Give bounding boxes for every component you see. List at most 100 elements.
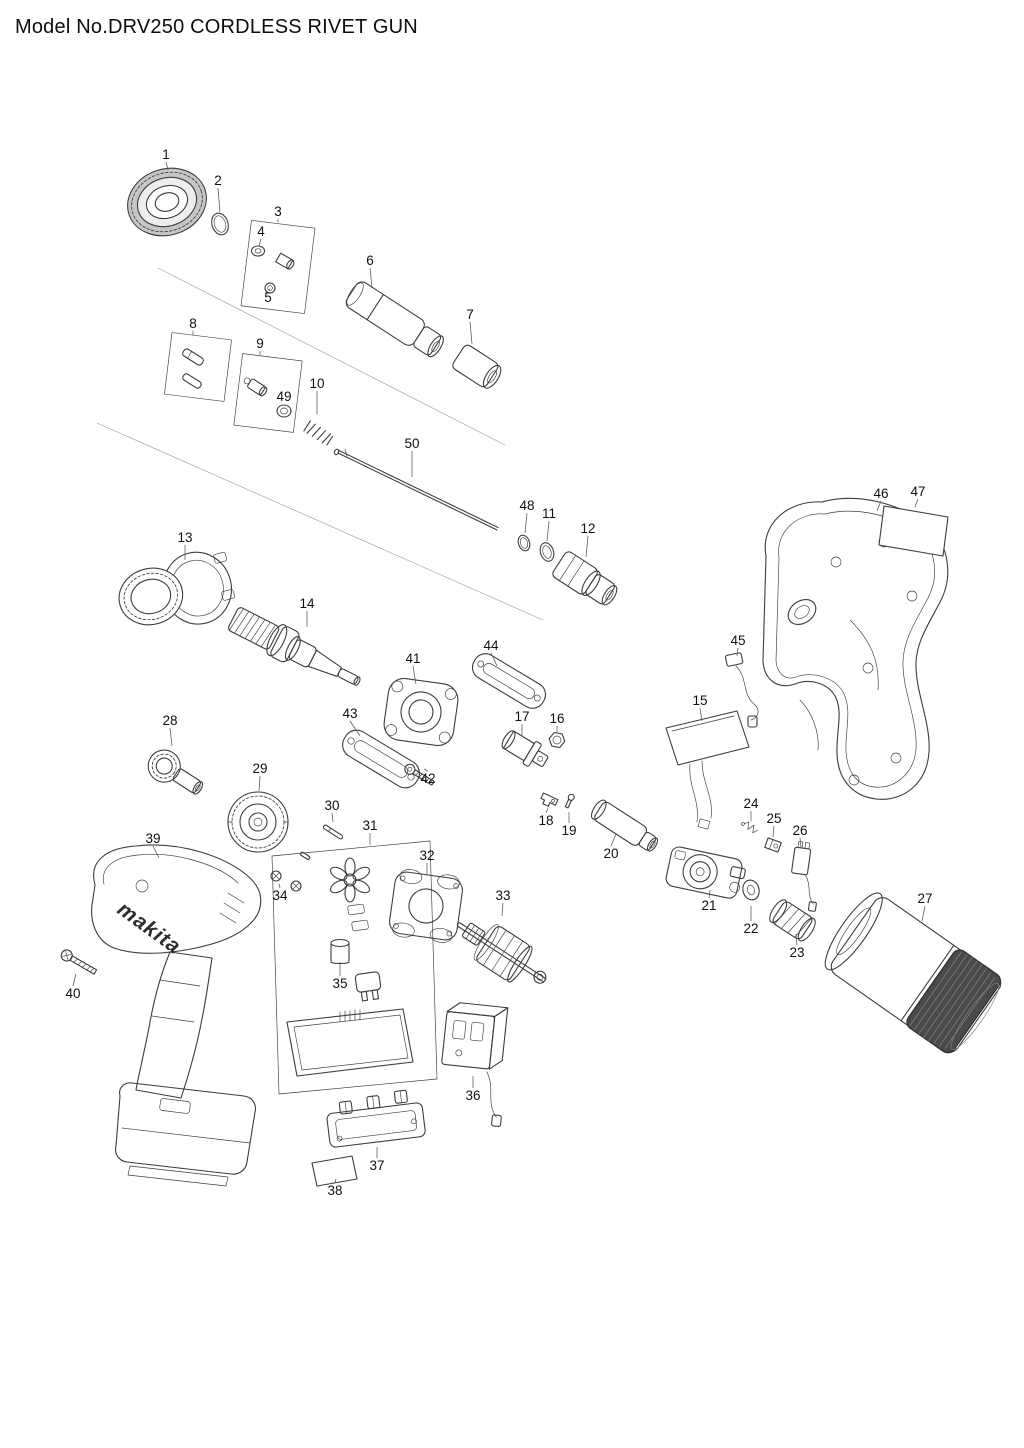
part-label-42: 42 <box>420 771 435 786</box>
part-17-drawing <box>501 730 549 767</box>
part-25-drawing <box>764 837 782 853</box>
leader-line-26 <box>799 837 802 848</box>
part-43-drawing <box>342 729 420 789</box>
exploded-parts-drawing: makita <box>60 167 1002 1187</box>
part-2-drawing <box>211 212 229 236</box>
leader-line-20 <box>610 833 617 847</box>
part-45-drawing <box>724 652 759 728</box>
part-35-drawing <box>330 938 350 965</box>
part-label-50: 50 <box>404 436 419 451</box>
part-label-44: 44 <box>483 638 499 653</box>
leader-line-18 <box>545 807 549 814</box>
part-label-14: 14 <box>299 596 315 611</box>
leader-line-5 <box>267 288 271 291</box>
part-label-35: 35 <box>332 976 347 991</box>
part-38-drawing <box>311 1155 358 1187</box>
part-9-drawing <box>233 353 303 433</box>
leader-line-38 <box>334 1178 337 1184</box>
part-label-2: 2 <box>214 173 222 188</box>
leader-line-42 <box>423 768 429 772</box>
part-label-4: 4 <box>257 224 265 239</box>
part-label-24: 24 <box>743 796 759 811</box>
part-label-45: 45 <box>730 633 745 648</box>
leader-line-45 <box>736 647 739 657</box>
part-label-13: 13 <box>177 530 192 545</box>
leader-line-34 <box>278 883 281 889</box>
part-10-drawing <box>303 420 334 446</box>
part-12-drawing <box>552 551 618 606</box>
part-label-20: 20 <box>603 846 618 861</box>
part-label-3: 3 <box>274 204 282 219</box>
leader-line-1 <box>165 161 169 171</box>
fuse-part <box>354 971 382 1002</box>
part-20-drawing <box>590 799 659 852</box>
part-40-drawing <box>60 949 98 975</box>
leader-line-7 <box>469 321 473 345</box>
part-label-39: 39 <box>145 831 160 846</box>
part-13-drawing <box>118 551 235 626</box>
leader-line-4 <box>258 238 262 247</box>
part-label-18: 18 <box>538 813 553 828</box>
part-label-17: 17 <box>514 709 529 724</box>
part-18-drawing <box>540 792 559 807</box>
part-label-48: 48 <box>519 498 534 513</box>
part-39-drawing: makita <box>91 844 262 1187</box>
part-label-33: 33 <box>495 888 510 903</box>
part-label-29: 29 <box>252 761 267 776</box>
part-37-drawing <box>326 1089 426 1148</box>
guide-lines <box>96 267 544 621</box>
part-label-25: 25 <box>766 811 781 826</box>
part-labels-layer: 1234567891011121314151617181920212223242… <box>65 147 932 1198</box>
leader-line-48 <box>524 512 528 534</box>
part-label-40: 40 <box>65 986 80 1001</box>
part-label-15: 15 <box>692 693 707 708</box>
part-label-7: 7 <box>466 307 474 322</box>
part-15-drawing <box>665 710 750 830</box>
leader-line-28 <box>169 727 173 747</box>
leader-line-2 <box>217 187 221 213</box>
part-19-drawing <box>564 793 575 809</box>
part-30-drawing <box>322 824 344 840</box>
part-label-16: 16 <box>549 711 564 726</box>
part-22-drawing <box>742 879 760 901</box>
part-27-drawing <box>824 892 1002 1054</box>
leader-line-29 <box>258 775 261 792</box>
part-47-drawing <box>878 505 949 557</box>
part-14-drawing <box>228 607 361 686</box>
part-16-drawing <box>548 731 566 749</box>
part-26-drawing <box>791 841 817 912</box>
part-label-27: 27 <box>917 891 932 906</box>
part-label-43: 43 <box>342 706 357 721</box>
part-42-drawing <box>404 763 435 786</box>
part-label-30: 30 <box>324 798 339 813</box>
part-label-26: 26 <box>792 823 807 838</box>
part-3-drawing <box>240 220 316 314</box>
leader-line-41 <box>412 665 417 685</box>
leader-line-39 <box>152 845 160 859</box>
part-label-23: 23 <box>789 945 804 960</box>
brand-logo-text: makita <box>113 897 185 958</box>
part-label-34: 34 <box>272 888 288 903</box>
part-label-11: 11 <box>542 506 556 521</box>
part-7-drawing <box>452 344 502 389</box>
part-34-drawing <box>270 851 311 892</box>
leader-line-21 <box>708 889 711 899</box>
leader-line-15 <box>699 707 703 722</box>
part-label-10: 10 <box>309 376 324 391</box>
part-label-46: 46 <box>873 486 888 501</box>
leader-line-46 <box>876 500 882 512</box>
part-31-drawing <box>271 840 438 1095</box>
leader-line-40 <box>72 973 77 987</box>
leader-line-6 <box>369 267 373 289</box>
part-23-drawing <box>769 899 816 942</box>
part-21-drawing <box>665 846 746 899</box>
part-label-49: 49 <box>276 389 291 404</box>
part-48-drawing <box>517 534 531 552</box>
part-label-38: 38 <box>327 1183 342 1198</box>
part-label-32: 32 <box>419 848 434 863</box>
part-label-6: 6 <box>366 253 374 268</box>
leader-line-12 <box>585 535 589 558</box>
part-label-31: 31 <box>362 818 377 833</box>
part-label-47: 47 <box>910 484 925 499</box>
